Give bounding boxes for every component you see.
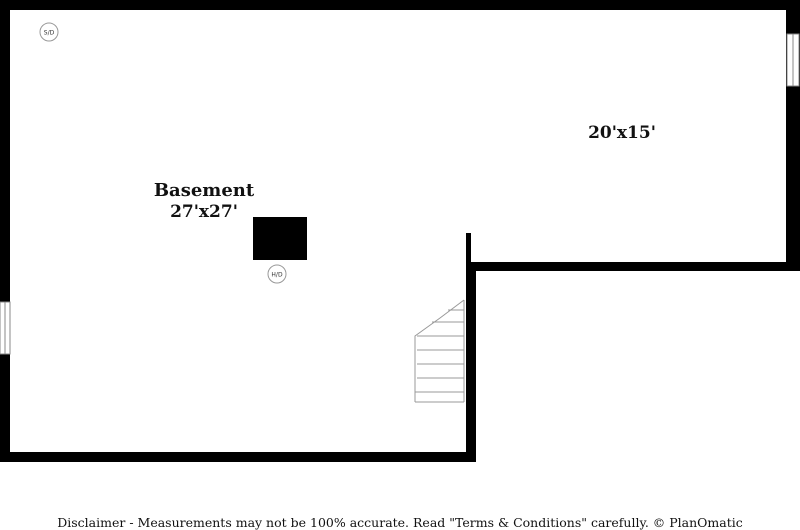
window-right xyxy=(786,33,800,87)
room-size-side: 20'x15' xyxy=(588,123,656,143)
smoke-detector-label: S/D xyxy=(44,30,55,37)
hvac-unit xyxy=(253,217,307,260)
staircase xyxy=(414,299,465,403)
disclaimer-text: Disclaimer - Measurements may not be 100… xyxy=(57,515,743,530)
room-size-basement: 27'x27' xyxy=(170,202,238,222)
wall-inner-vertical xyxy=(466,262,476,462)
wall-left xyxy=(0,0,10,462)
wall-bottom xyxy=(0,452,476,462)
wall-inner-horizontal xyxy=(466,262,800,271)
hvac-icon: H/D xyxy=(267,264,287,284)
hvac-label: H/D xyxy=(271,272,283,279)
room-name-basement: Basement xyxy=(154,180,255,201)
floor-plan: S/D H/D Basement 27'x27' 20'x15' xyxy=(0,0,800,462)
window-left xyxy=(0,301,11,355)
smoke-detector-icon: S/D xyxy=(39,22,59,42)
wall-stub xyxy=(466,233,471,263)
walls xyxy=(0,0,800,462)
wall-top xyxy=(0,0,800,10)
